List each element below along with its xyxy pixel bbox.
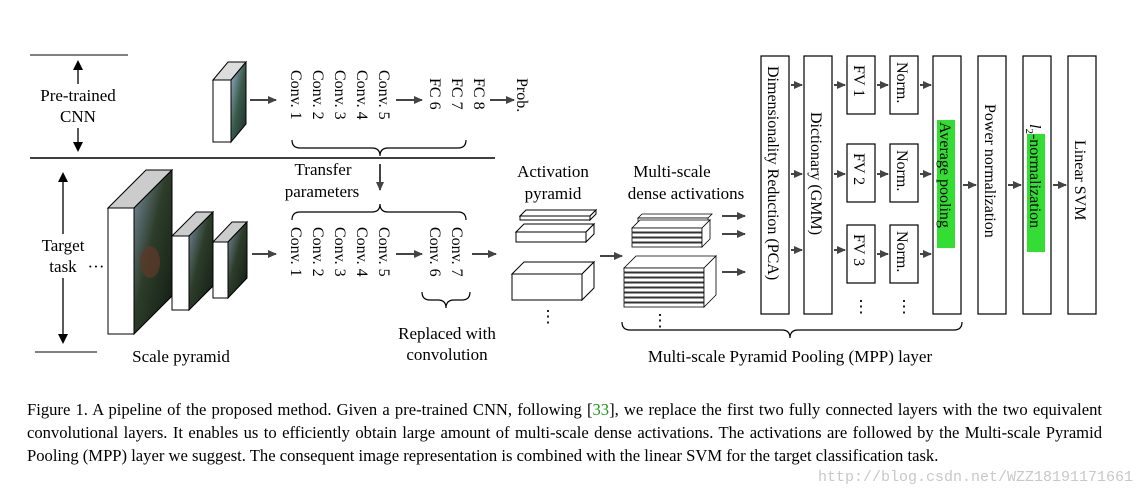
target-conv-labels: Conv. 1 Conv. 2 Conv. 3 Conv. 4 Conv. 5 xyxy=(287,227,392,277)
target-conv67-labels: Conv. 6 Conv. 7 xyxy=(426,227,465,277)
svg-text:FC 6: FC 6 xyxy=(426,78,443,110)
gmm-label: Dictionary (GMM) xyxy=(807,112,824,235)
svg-text:Conv. 4: Conv. 4 xyxy=(353,70,370,120)
svg-text:Conv. 1: Conv. 1 xyxy=(287,70,304,120)
svg-text:Norm.: Norm. xyxy=(893,231,910,272)
pretrained-brace xyxy=(291,139,467,157)
svm-label: Linear SVM xyxy=(1071,140,1088,220)
svg-text:Conv. 5: Conv. 5 xyxy=(375,70,392,120)
avg-pooling-highlight xyxy=(937,120,955,248)
pca-block xyxy=(760,55,790,315)
activation-vdots: ⋮ xyxy=(540,307,557,326)
dense-activations-stack xyxy=(623,213,717,308)
svm-block xyxy=(1067,55,1097,315)
activation-pyramid-label: Activation xyxy=(517,162,589,181)
svg-text:FV 3: FV 3 xyxy=(850,234,867,266)
pretrained-label-2: CNN xyxy=(60,107,96,126)
svg-text:Norm.: Norm. xyxy=(893,150,910,191)
svg-text:FC 8: FC 8 xyxy=(470,78,487,110)
target-brace xyxy=(291,203,467,221)
transfer-label-2: parameters xyxy=(285,182,360,201)
svg-text:FV 1: FV 1 xyxy=(850,65,867,97)
svg-text:Norm.: Norm. xyxy=(893,62,910,103)
svg-text:Conv. 6: Conv. 6 xyxy=(426,227,443,277)
pretrained-label: Pre-trained xyxy=(40,86,116,105)
svg-text:Conv. 7: Conv. 7 xyxy=(448,227,465,277)
svg-text:Conv. 1: Conv. 1 xyxy=(287,227,304,277)
svg-text:Conv. 3: Conv. 3 xyxy=(331,70,348,120)
activation-pyramid-label-2: pyramid xyxy=(525,184,582,203)
svg-text:Conv. 2: Conv. 2 xyxy=(309,70,326,120)
citation-link[interactable]: 33 xyxy=(592,400,610,419)
gmm-block xyxy=(803,55,833,315)
scale-pyramid-large xyxy=(106,168,174,336)
norm-blocks: Norm. Norm. Norm. ⋮ xyxy=(889,55,919,316)
pipeline-diagram: Pre-trained CNN Target task ··· Conv. 1 … xyxy=(28,54,1097,366)
fv-blocks: FV 1 FV 2 FV 3 ⋮ xyxy=(846,55,876,316)
avg-pooling-label: Average pooling xyxy=(936,122,953,228)
target-label-2: task xyxy=(49,257,77,276)
figure-caption: Figure 1. A pipeline of the proposed met… xyxy=(27,400,1102,465)
svg-text:Conv. 2: Conv. 2 xyxy=(309,227,326,277)
mpp-label: Multi-scale Pyramid Pooling (MPP) layer xyxy=(648,347,933,366)
scale-pyramid-small xyxy=(211,220,249,300)
prob-label: Prob. xyxy=(513,78,530,112)
svg-text:⋮: ⋮ xyxy=(853,297,870,316)
replaced-brace xyxy=(421,291,471,309)
l2-norm-label: l2-normalization xyxy=(1023,124,1043,228)
scale-pyramid-label: Scale pyramid xyxy=(132,347,230,366)
svg-text:FV 2: FV 2 xyxy=(850,153,867,185)
pretrained-fc-labels: FC 6 FC 7 FC 8 xyxy=(426,78,487,110)
pretrained-input-image xyxy=(211,60,248,144)
svg-text:Conv. 3: Conv. 3 xyxy=(331,227,348,277)
mpp-brace xyxy=(621,321,963,339)
l2-norm-highlight xyxy=(1027,134,1045,252)
multiscale-label-2: dense activations xyxy=(628,184,745,203)
transfer-label: Transfer xyxy=(295,160,352,179)
replaced-label-2: convolution xyxy=(406,345,488,364)
replaced-label: Replaced with xyxy=(398,324,496,343)
target-label: Target xyxy=(42,236,85,255)
scale-pyramid-medium xyxy=(170,210,215,312)
power-norm-block xyxy=(977,55,1007,315)
svg-text:Conv. 5: Conv. 5 xyxy=(375,227,392,277)
target-ellipsis: ··· xyxy=(88,257,105,276)
svg-text:Conv. 4: Conv. 4 xyxy=(353,227,370,277)
power-norm-label: Power normalization xyxy=(981,104,998,238)
svg-text:FC 7: FC 7 xyxy=(448,78,465,110)
activation-pyramid xyxy=(510,208,598,302)
svg-text:⋮: ⋮ xyxy=(896,297,913,316)
watermark: http://blog.csdn.net/WZZ18191171661 xyxy=(817,469,1133,486)
pretrained-conv-labels: Conv. 1 Conv. 2 Conv. 3 Conv. 4 Conv. 5 xyxy=(287,70,392,120)
dense-vdots: ⋮ xyxy=(652,311,669,330)
pca-label: Dimensionality Reduction (PCA) xyxy=(764,66,781,280)
multiscale-label: Multi-scale xyxy=(633,162,710,181)
